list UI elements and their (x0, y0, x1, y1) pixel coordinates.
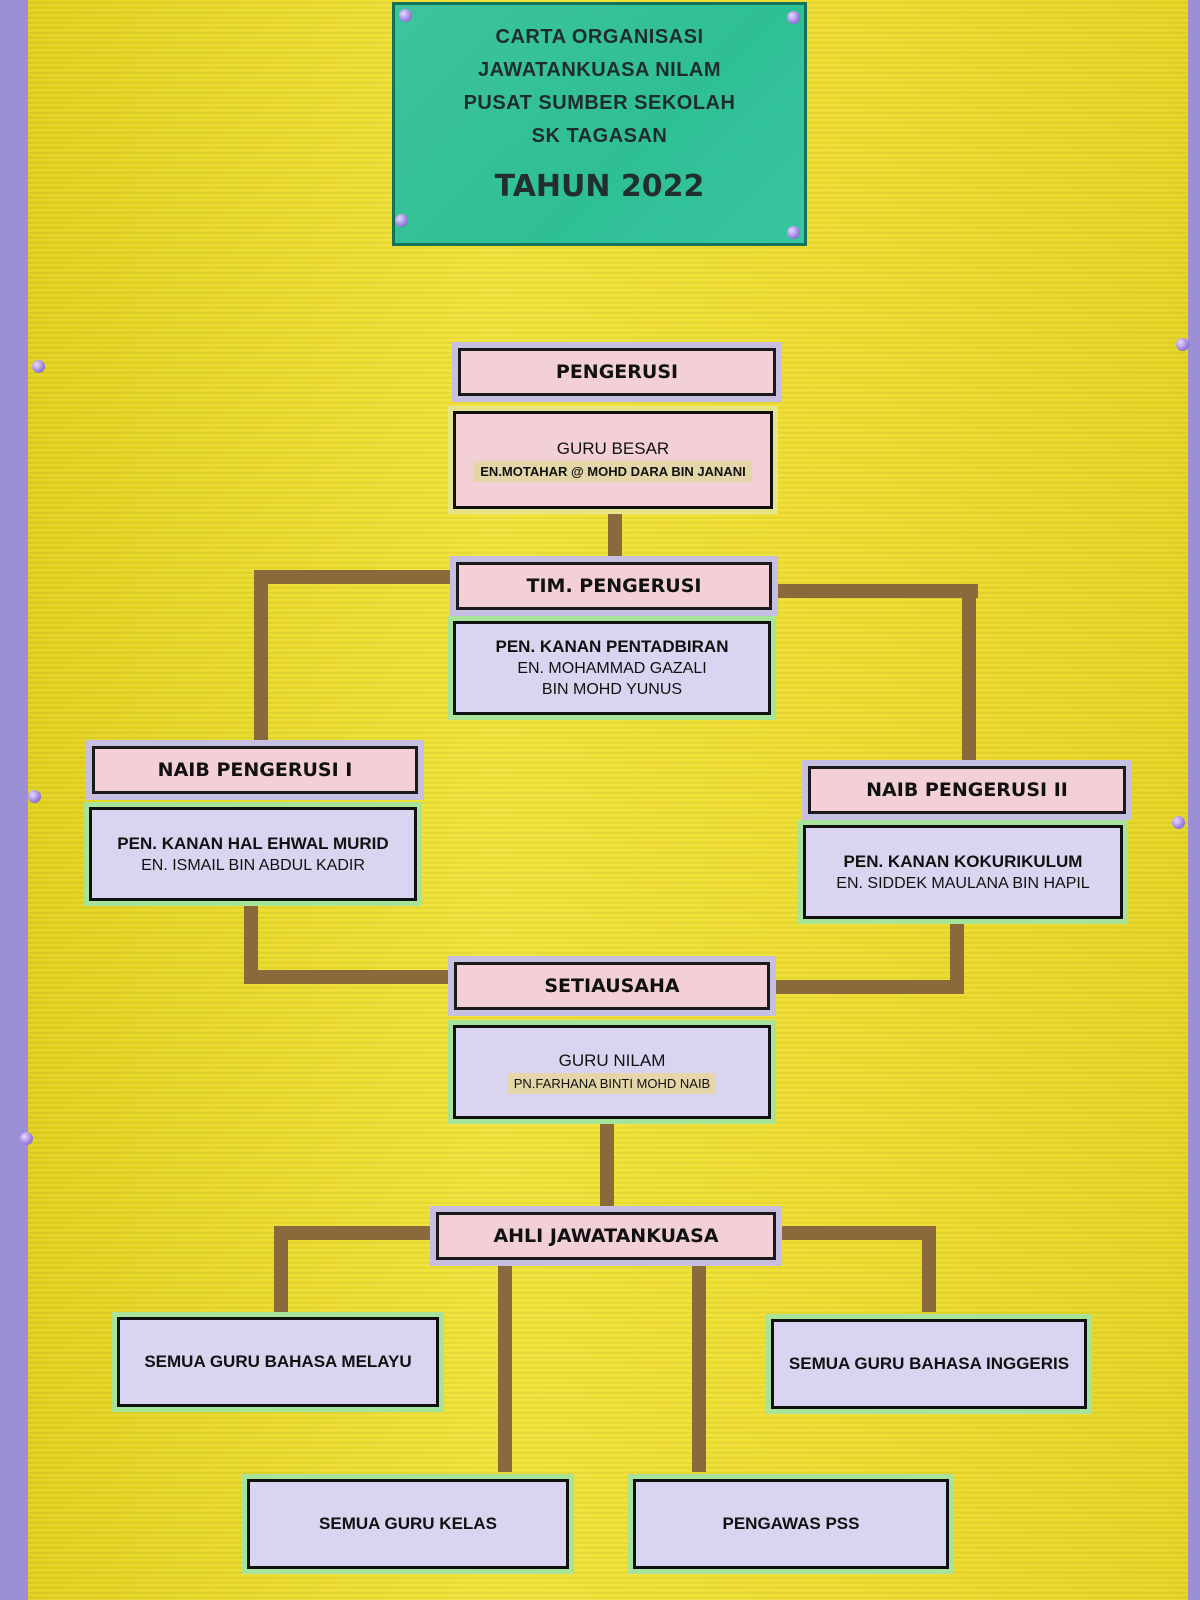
heading-label: SETIAUSAHA (454, 962, 770, 1010)
connector (774, 584, 978, 598)
connector (244, 970, 450, 984)
pin (20, 1132, 33, 1145)
title-line: PUSAT SUMBER SEKOLAH (463, 92, 736, 114)
name-label: EN.MOTAHAR @ MOHD DARA BIN JANANI (474, 460, 752, 482)
connector (922, 1226, 936, 1312)
connector (244, 904, 258, 982)
pin (1172, 816, 1185, 829)
title-line: CARTA ORGANISASI (495, 26, 704, 48)
connector (274, 1226, 288, 1312)
connector (600, 1120, 614, 1208)
naib-pengerusi-2-card: PEN. KANAN KOKURIKULUM EN. SIDDEK MAULAN… (798, 820, 1128, 924)
pengerusi-heading: PENGERUSI (452, 342, 782, 402)
title-line: JAWATANKUASA NILAM (477, 59, 722, 81)
name-label: PN.FARHANA BINTI MOHD NAIB (507, 1072, 717, 1094)
member-card: SEMUA GURU BAHASA INGGERIS (766, 1314, 1092, 1414)
title-line: SK TAGASAN (531, 125, 668, 147)
setiausaha-card: GURU NILAM PN.FARHANA BINTI MOHD NAIB (448, 1020, 776, 1124)
setiausaha-heading: SETIAUSAHA (448, 956, 776, 1016)
name-label: EN. SIDDEK MAULANA BIN HAPIL (836, 874, 1090, 892)
heading-label: NAIB PENGERUSI II (808, 766, 1126, 814)
naib-pengerusi-2-heading: NAIB PENGERUSI II (802, 760, 1132, 820)
role-label: GURU BESAR (556, 438, 670, 458)
member-card: SEMUA GURU KELAS (242, 1474, 574, 1574)
heading-label: TIM. PENGERUSI (456, 562, 772, 610)
heading-label: NAIB PENGERUSI I (92, 746, 418, 794)
connector (780, 1226, 936, 1240)
pin (787, 226, 800, 239)
connector (950, 918, 964, 992)
connector (254, 570, 452, 584)
pin (28, 790, 41, 803)
heading-label: PENGERUSI (458, 348, 776, 396)
tim-pengerusi-card: PEN. KANAN PENTADBIRAN EN. MOHAMMAD GAZA… (448, 616, 776, 720)
role-label: GURU NILAM (558, 1050, 666, 1070)
title-card: CARTA ORGANISASI JAWATANKUASA NILAM PUSA… (392, 2, 807, 246)
connector (254, 570, 268, 742)
ajk-heading: AHLI JAWATANKUASA (430, 1206, 782, 1266)
tim-pengerusi-heading: TIM. PENGERUSI (450, 556, 778, 616)
naib-pengerusi-1-card: PEN. KANAN HAL EHWAL MURID EN. ISMAIL BI… (84, 802, 422, 906)
pin (395, 214, 408, 227)
connector (692, 1262, 706, 1472)
connector (962, 584, 976, 762)
pengerusi-card: GURU BESAR EN.MOTAHAR @ MOHD DARA BIN JA… (448, 406, 778, 514)
connector (608, 512, 622, 556)
pin (399, 9, 412, 22)
pin (32, 360, 45, 373)
member-label: SEMUA GURU KELAS (247, 1479, 569, 1569)
connector (274, 1226, 430, 1240)
member-label: PENGAWAS PSS (633, 1479, 949, 1569)
pin (1176, 338, 1189, 351)
member-label: SEMUA GURU BAHASA MELAYU (117, 1317, 439, 1407)
pin (787, 11, 800, 24)
name-label: BIN MOHD YUNUS (541, 681, 683, 698)
connector (774, 980, 964, 994)
role-label: PEN. KANAN HAL EHWAL MURID (117, 833, 389, 853)
name-label: EN. MOHAMMAD GAZALI (517, 660, 707, 677)
connector (498, 1262, 512, 1472)
heading-label: AHLI JAWATANKUASA (436, 1212, 776, 1260)
role-label: PEN. KANAN PENTADBIRAN (495, 637, 729, 656)
role-label: PEN. KANAN KOKURIKULUM (843, 851, 1083, 871)
naib-pengerusi-1-heading: NAIB PENGERUSI I (86, 740, 424, 800)
name-label: EN. ISMAIL BIN ABDUL KADIR (141, 856, 365, 874)
title-year: TAHUN 2022 (494, 169, 705, 204)
member-card: SEMUA GURU BAHASA MELAYU (112, 1312, 444, 1412)
member-label: SEMUA GURU BAHASA INGGERIS (771, 1319, 1087, 1409)
member-card: PENGAWAS PSS (628, 1474, 954, 1574)
